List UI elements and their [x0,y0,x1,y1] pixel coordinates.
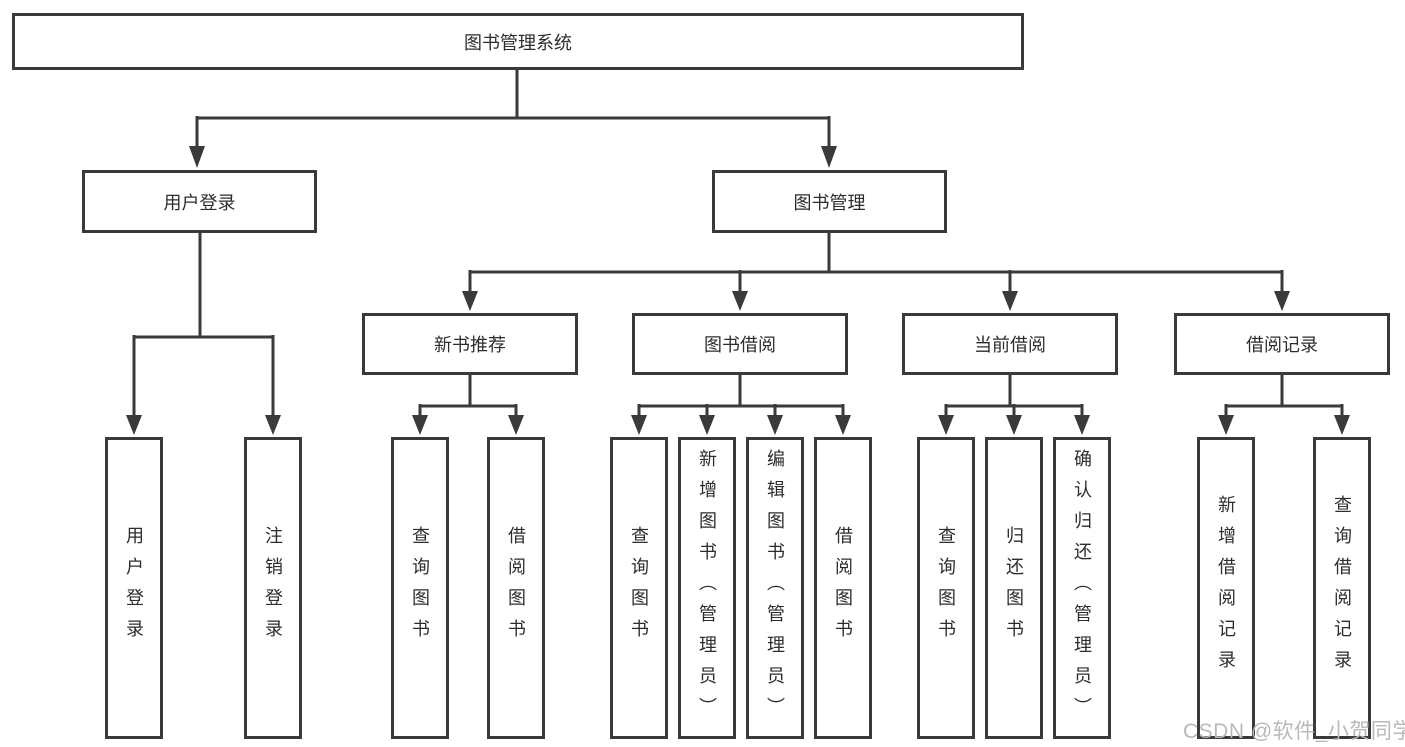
node-user-login: 用户登录 [82,170,317,233]
node-current-borrowing: 当前借阅 [902,313,1118,375]
leaf-bb-add-books-admin: 新增图书（管理员） [678,437,736,739]
node-borrow-records-label: 借阅记录 [1246,335,1318,355]
leaf-cb-return-books-label: 归还图书 [1004,526,1024,650]
csdn-watermark: CSDN @软件_小贺同学 [1183,720,1405,743]
node-book-borrowing: 图书借阅 [632,313,848,375]
node-book-borrowing-label: 图书借阅 [704,335,776,355]
leaf-nb-borrow-books-label: 借阅图书 [506,526,526,650]
node-borrow-records: 借阅记录 [1174,313,1390,375]
leaf-nb-query-books: 查询图书 [391,437,449,739]
leaf-cb-query-books: 查询图书 [917,437,975,739]
leaf-cb-query-books-label: 查询图书 [936,526,956,650]
leaf-bb-query-books: 查询图书 [610,437,668,739]
node-new-book-recommend-label: 新书推荐 [434,335,506,355]
node-book-management-label: 图书管理 [793,192,866,213]
leaf-cb-confirm-return-admin-label: 确认归还（管理员） [1072,448,1092,728]
node-user-login-label: 用户登录 [163,192,236,213]
leaf-logout: 注销登录 [244,437,302,739]
connector-paths [132,70,1344,417]
leaf-br-query-record: 查询借阅记录 [1313,437,1371,739]
leaf-bb-query-books-label: 查询图书 [629,526,649,650]
leaf-bb-borrow-books: 借阅图书 [814,437,872,739]
leaf-nb-query-books-label: 查询图书 [410,526,430,650]
leaf-user-login-label: 用户登录 [124,526,144,650]
leaf-logout-label: 注销登录 [263,526,283,650]
leaf-cb-confirm-return-admin: 确认归还（管理员） [1053,437,1111,739]
leaf-bb-add-books-admin-label: 新增图书（管理员） [697,448,717,728]
node-root-label: 图书管理系统 [464,32,572,53]
leaf-cb-return-books: 归还图书 [985,437,1043,739]
arrowhead-icons [126,146,1350,435]
leaf-br-add-record-label: 新增借阅记录 [1216,495,1236,681]
leaf-br-add-record: 新增借阅记录 [1197,437,1255,739]
leaf-br-query-record-label: 查询借阅记录 [1332,495,1352,681]
node-root: 图书管理系统 [12,13,1024,70]
node-new-book-recommend: 新书推荐 [362,313,578,375]
node-book-management: 图书管理 [712,170,947,233]
leaf-bb-edit-books-admin: 编辑图书（管理员） [746,437,804,739]
leaf-user-login: 用户登录 [105,437,163,739]
leaf-bb-borrow-books-label: 借阅图书 [833,526,853,650]
node-current-borrowing-label: 当前借阅 [974,335,1046,355]
leaf-bb-edit-books-admin-label: 编辑图书（管理员） [765,448,785,728]
leaf-nb-borrow-books: 借阅图书 [487,437,545,739]
